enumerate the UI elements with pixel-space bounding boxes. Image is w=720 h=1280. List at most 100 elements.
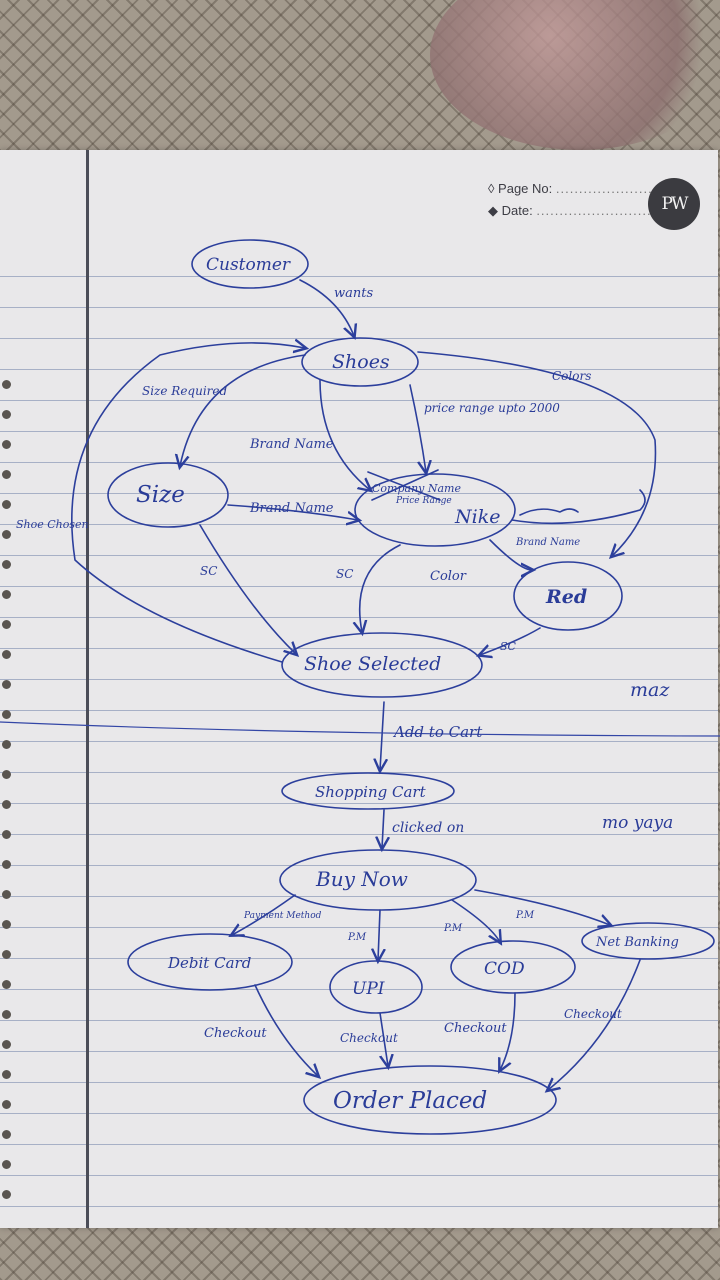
spiral-holes [0,380,14,1220]
spiral-hole [2,1190,11,1199]
date-label: Date: [501,203,533,218]
scribble-text-2: mo yaya [602,813,673,833]
edge-buynow-cod [451,899,500,942]
net-banking-label: Net Banking [595,935,679,950]
spiral-hole [2,1130,11,1139]
edge-net-order [548,959,641,1090]
order-placed-node [303,1065,557,1135]
edge-nike-selected [360,544,401,632]
spiral-hole [2,410,11,419]
spiral-hole [2,1040,11,1049]
spiral-hole [2,620,11,629]
edge-selected-shoes-loop [71,343,305,663]
edge-size-nike [227,504,358,520]
shoes-node [301,337,419,387]
brand-name-label-3: Brand Name [515,537,580,548]
spiral-hole [2,740,11,749]
spiral-hole [2,710,11,719]
shopping-cart-label: Shopping Cart [315,783,427,801]
fabric-flower-pattern [430,0,720,150]
checkout-label-2: Checkout [340,1031,398,1045]
spiral-hole [2,560,11,569]
spiral-hole [2,830,11,839]
scribble-mark [367,469,579,516]
edge-debit-order [254,984,318,1076]
edge-shoes-red [417,351,657,556]
net-banking-node [581,922,715,960]
nike-label: Nike [454,506,500,528]
price-range-label: price range upto 2000 [424,401,560,415]
debit-card-label: Debit Card [167,954,251,972]
spiral-hole [2,500,11,509]
checkout-label-4: Checkout [564,1007,622,1021]
shoe-selected-node [281,632,483,698]
stray-line [0,721,720,737]
buy-now-label: Buy Now [315,867,408,891]
spiral-hole [2,1070,11,1079]
edge-cod-order [500,992,516,1070]
spiral-hole [2,650,11,659]
edge-cart-buynow [382,809,384,848]
customer-node [191,239,309,289]
sc-label-1: SC [200,564,217,578]
payment-method-label: Payment Method [243,911,322,921]
spiral-hole [2,530,11,539]
size-required-label: Size Required [142,384,228,398]
spiral-hole [2,680,11,689]
size-label: Size [136,482,185,508]
colors-label: Colors [552,369,591,383]
spiral-hole [2,1010,11,1019]
diamond-icon: ◊ [488,181,499,196]
edge-shoes-company [409,384,426,472]
spiral-hole [2,890,11,899]
edge-red-selected [480,627,541,655]
pm-label-3: P.M [515,910,535,921]
upi-label: UPI [352,979,385,999]
edge-nike-red-brand [511,489,646,525]
ruled-lines [0,246,718,1228]
spiral-hole [2,590,11,599]
edge-selected-cart [380,701,384,770]
cod-label: COD [484,959,525,979]
scribble-text-1: maz [630,679,670,701]
red-node [513,561,623,631]
spiral-hole [2,920,11,929]
page-header: ◊ Page No: ...................... ◆ Date… [488,181,658,218]
spiral-hole [2,470,11,479]
spiral-hole [2,800,11,809]
edge-shoes-size [180,354,306,466]
checkout-label-1: Checkout [204,1026,267,1041]
edge-upi-order [380,1012,388,1066]
shoe-chosen-label: Shoe Chosen [16,518,89,531]
nike-node [354,473,516,547]
page-no-label: Page No: [498,181,553,196]
edge-nike-red [489,539,532,570]
pm-label-2: P.M [443,923,463,934]
diamond-icon: ◆ [488,203,502,218]
pm-label-1: P.M [347,932,367,943]
order-placed-label: Order Placed [333,1088,487,1114]
color-label: Color [430,569,467,584]
spiral-hole [2,1160,11,1169]
sc-label-2: SC [336,567,353,581]
wants-label: wants [334,286,373,301]
company-label: Company Name [372,482,461,495]
spiral-hole [2,950,11,959]
spiral-hole [2,860,11,869]
edge-buynow-upi [378,909,380,960]
red-label: Red [545,586,587,608]
margin-line [86,150,89,1228]
customer-label: Customer [206,255,291,275]
cod-node [450,940,576,994]
shoes-label: Shoes [332,351,390,373]
shopping-cart-node [281,772,455,810]
brand-name-label-2: Brand Name [249,501,334,516]
pw-logo: PW [648,178,700,230]
edge-size-selected [199,524,296,654]
add-to-cart-label: Add to Cart [392,723,483,741]
edge-customer-shoes [299,279,354,336]
edge-buynow-debit [232,894,296,935]
edge-buynow-net [474,889,610,925]
checkout-label-3: Checkout [444,1021,507,1036]
